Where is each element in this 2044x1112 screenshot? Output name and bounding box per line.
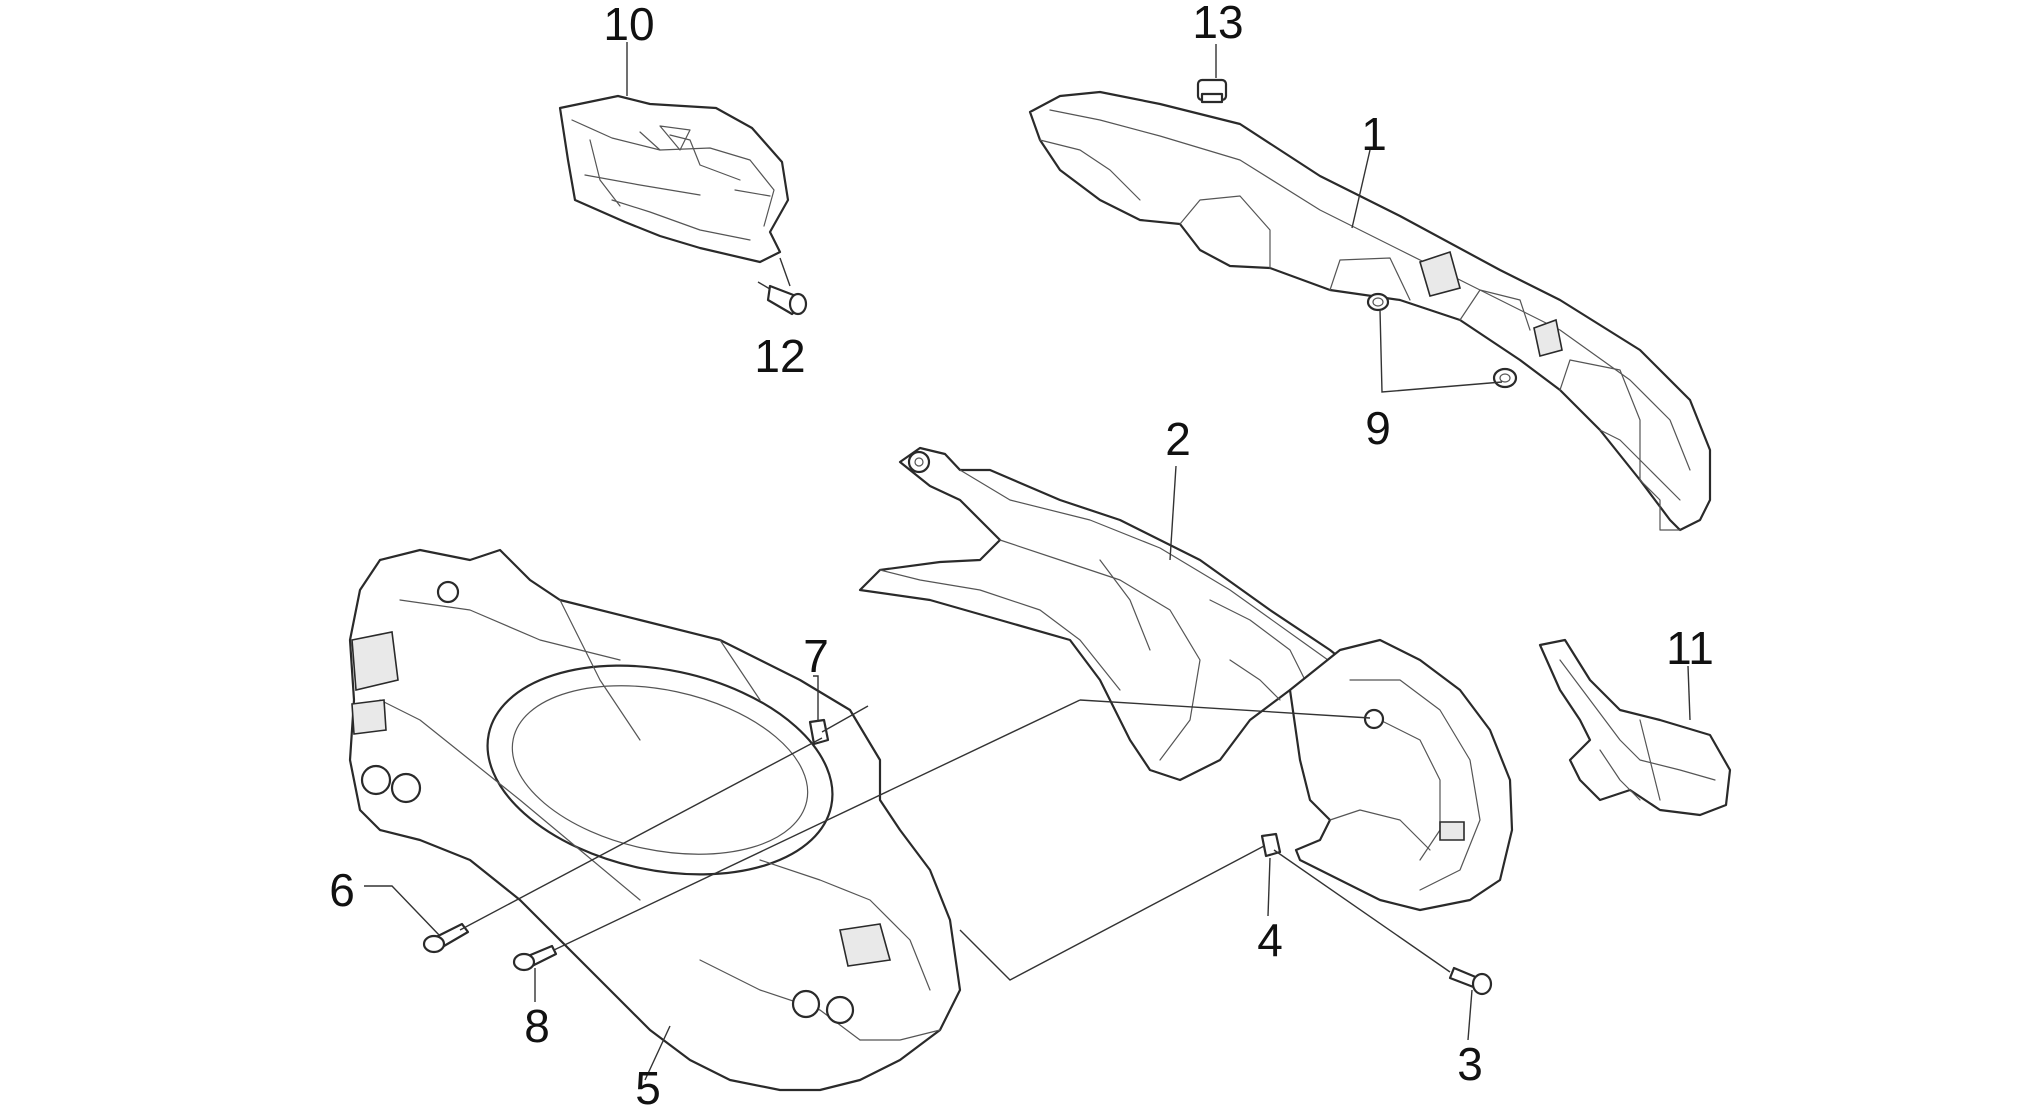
part-12-screw bbox=[757, 281, 808, 316]
part-11-small-cover bbox=[1538, 638, 1732, 817]
part-10-cover bbox=[558, 94, 790, 264]
part-5-lower-shell bbox=[348, 548, 962, 1092]
callout-2: 2 bbox=[1165, 413, 1191, 465]
callout-13: 13 bbox=[1192, 0, 1243, 48]
part-8-screw bbox=[512, 944, 558, 972]
part-1-upper-cover bbox=[1028, 90, 1712, 532]
part-3-screw bbox=[1448, 966, 1493, 996]
callout-12: 12 bbox=[754, 330, 805, 382]
callout-5: 5 bbox=[635, 1062, 661, 1112]
callout-9: 9 bbox=[1365, 402, 1391, 454]
callout-8: 8 bbox=[524, 1000, 550, 1052]
callout-4: 4 bbox=[1257, 914, 1283, 966]
callout-3: 3 bbox=[1457, 1038, 1483, 1090]
leader-lines bbox=[364, 42, 1691, 1081]
part-2-middle-panel bbox=[858, 446, 1412, 782]
callout-10: 10 bbox=[603, 0, 654, 50]
callout-7: 7 bbox=[803, 630, 829, 682]
part-7-clip bbox=[808, 718, 830, 746]
callout-labels: 10 13 1 12 9 2 11 7 6 4 8 3 5 bbox=[329, 0, 1714, 1112]
part-6-screw bbox=[422, 922, 470, 954]
right-handlebar-shell bbox=[1288, 638, 1514, 912]
callout-6: 6 bbox=[329, 864, 355, 916]
callout-1: 1 bbox=[1361, 108, 1387, 160]
callout-11: 11 bbox=[1666, 622, 1714, 674]
part-13-plug bbox=[1196, 78, 1228, 104]
